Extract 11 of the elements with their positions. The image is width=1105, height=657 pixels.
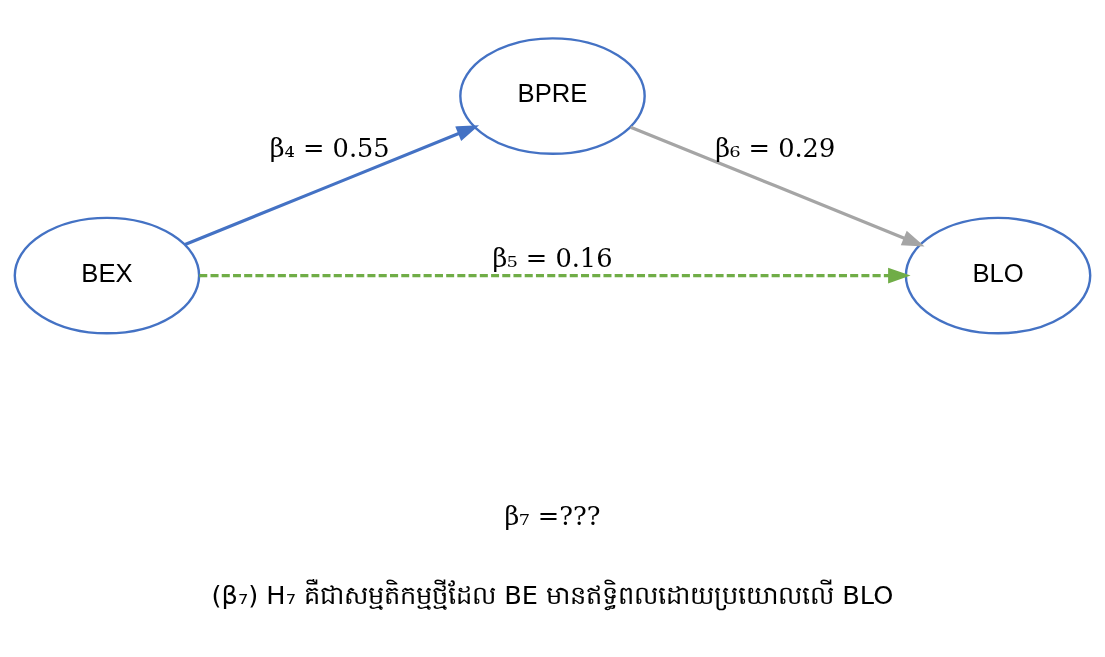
arrow (184, 125, 480, 247)
edge-label: β₄ = 0.55 (269, 132, 390, 163)
arrow (630, 125, 925, 247)
node-ellipse: BPRE (459, 37, 646, 155)
edge-label: β₆ = 0.29 (715, 132, 836, 163)
arrow (199, 267, 911, 284)
caption: (β₇) H₇ គឺជាសម្មតិកម្មថ្មីដែល BE មានឥទ្ធិពលដោយប្រយោលលើ BLO (211, 579, 894, 610)
edge-label: β₅ = 0.16 (492, 243, 613, 274)
node-ellipse: BEX (13, 216, 201, 335)
node-ellipse: BLO (904, 216, 1092, 335)
label: β₇ =??? (504, 501, 601, 532)
